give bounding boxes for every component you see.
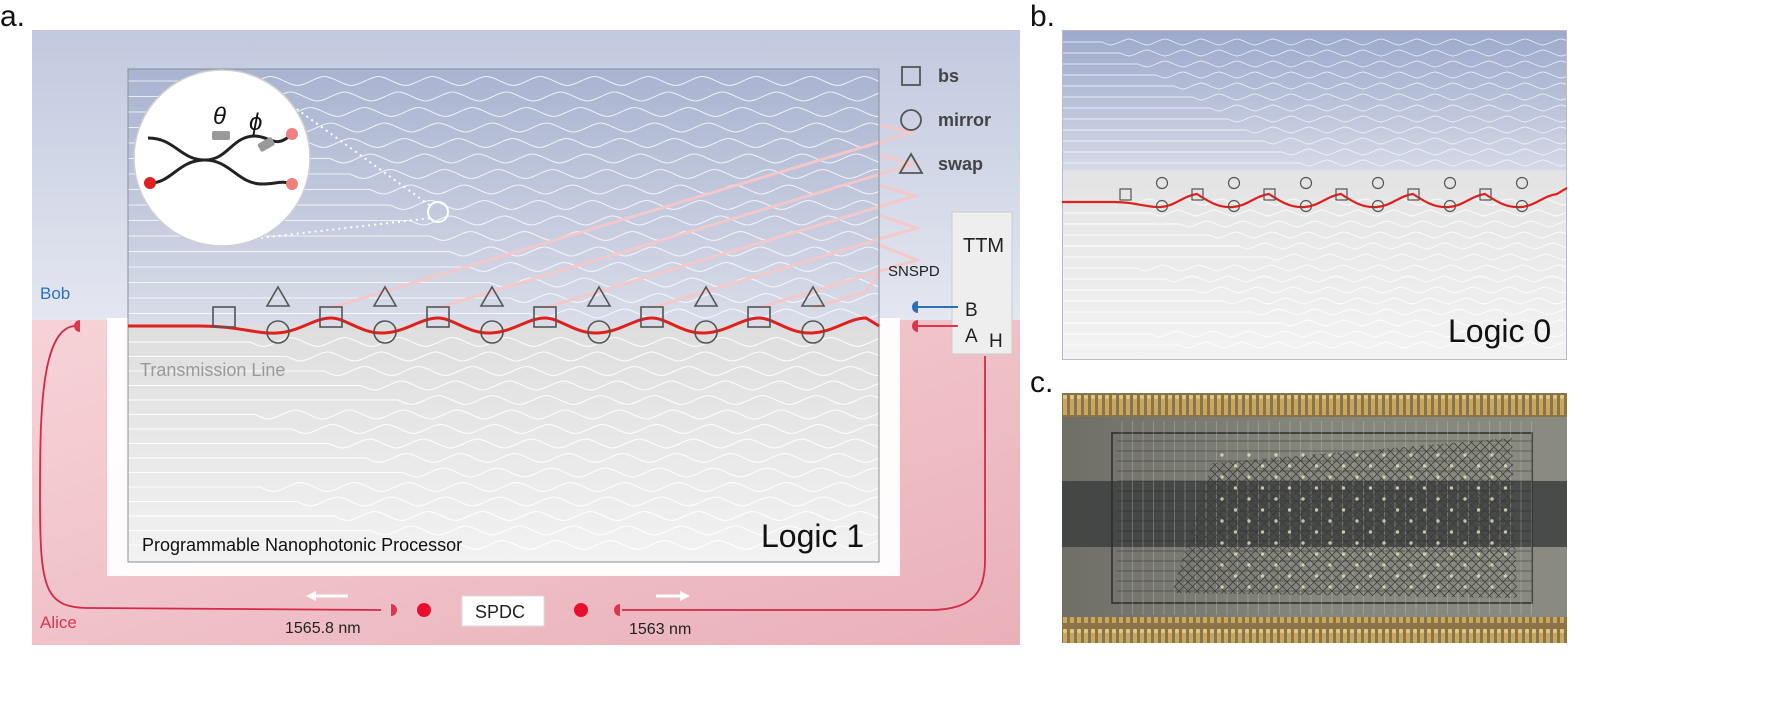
panel-b-diagram: Logic 0 xyxy=(1062,30,1567,360)
alice-label: Alice xyxy=(40,613,77,632)
panel-b-label: b. xyxy=(1030,0,1056,33)
bs-symbol xyxy=(640,306,664,328)
swap-symbol xyxy=(265,285,291,307)
panel-a-diagram: θ ϕ bs mirror swap TTM B A H SNSPD SPDC … xyxy=(32,30,1020,645)
bob-label: Bob xyxy=(40,284,70,303)
spdc-label: SPDC xyxy=(475,602,525,622)
mirror-symbol xyxy=(1443,176,1457,190)
mirror-symbol xyxy=(801,320,825,344)
legend-swap-label: swap xyxy=(938,154,983,174)
bs-symbol xyxy=(426,306,450,328)
bs-symbol xyxy=(1119,188,1132,201)
bs-symbol xyxy=(1263,188,1276,201)
bs-symbol xyxy=(1407,188,1420,201)
legend: bs mirror swap xyxy=(898,66,991,174)
bs-symbol xyxy=(533,306,557,328)
swap-symbol xyxy=(479,285,505,307)
mirror-symbol xyxy=(1515,199,1529,213)
snspd-label: SNSPD xyxy=(888,263,940,280)
mirror-symbol xyxy=(1371,176,1385,190)
legend-bs-label: bs xyxy=(938,66,959,86)
mirror-symbol xyxy=(1299,199,1313,213)
panel-c-label: c. xyxy=(1030,366,1054,399)
phi-symbol: ϕ xyxy=(249,109,262,136)
alice-fiber-left xyxy=(39,325,382,611)
ttm-h-port: H xyxy=(989,331,1003,352)
logic1-label: Logic 1 xyxy=(761,518,864,554)
legend-mirror-label: mirror xyxy=(938,110,991,130)
ttm-box xyxy=(951,211,1013,355)
alice-fiber-right xyxy=(622,356,986,611)
logic0-red-path xyxy=(1062,187,1567,209)
mirror-symbol xyxy=(266,320,290,344)
bs-symbol xyxy=(212,306,236,328)
legend-bs-symbol xyxy=(901,66,921,86)
mirror-symbol xyxy=(694,320,718,344)
mirror-symbol xyxy=(1515,176,1529,190)
panel-a-label: a. xyxy=(0,0,26,33)
legend-mirror-symbol xyxy=(900,109,922,131)
mirror-symbol xyxy=(1155,176,1169,190)
wavelength-left: 1565.8 nm xyxy=(285,620,361,637)
bs-symbol xyxy=(1335,188,1348,201)
transmission-line-label: Transmission Line xyxy=(140,360,285,380)
swap-symbol xyxy=(372,285,398,307)
processor-label: Programmable Nanophotonic Processor xyxy=(142,535,462,555)
mirror-symbol xyxy=(1227,176,1241,190)
bs-symbol xyxy=(319,306,343,328)
bs-symbol xyxy=(747,306,771,328)
theta-symbol: θ xyxy=(213,103,226,130)
swap-symbol xyxy=(586,285,612,307)
logic0-label: Logic 0 xyxy=(1448,313,1551,349)
ttm-label: TTM xyxy=(963,235,1004,257)
bs-symbol xyxy=(1479,188,1492,201)
mirror-symbol xyxy=(480,320,504,344)
mirror-symbol xyxy=(1443,199,1457,213)
mirror-symbol xyxy=(1155,199,1169,213)
mirror-symbol xyxy=(587,320,611,344)
wavelength-right: 1563 nm xyxy=(629,621,691,638)
ttm-a-port: A xyxy=(965,326,978,347)
mirror-symbol xyxy=(373,320,397,344)
zoom-inset: θ ϕ xyxy=(133,69,311,247)
swap-symbol xyxy=(800,285,826,307)
ttm-b-port: B xyxy=(965,300,978,321)
mirror-symbol xyxy=(1227,199,1241,213)
spdc-box xyxy=(461,595,545,627)
mirror-symbol xyxy=(1371,199,1385,213)
red-transmission-path xyxy=(128,316,880,335)
mirror-symbol xyxy=(1299,176,1313,190)
swap-symbol xyxy=(693,285,719,307)
bs-symbol xyxy=(1191,188,1204,201)
panel-c-chip-photo xyxy=(1062,393,1567,643)
legend-swap-symbol xyxy=(898,152,924,174)
